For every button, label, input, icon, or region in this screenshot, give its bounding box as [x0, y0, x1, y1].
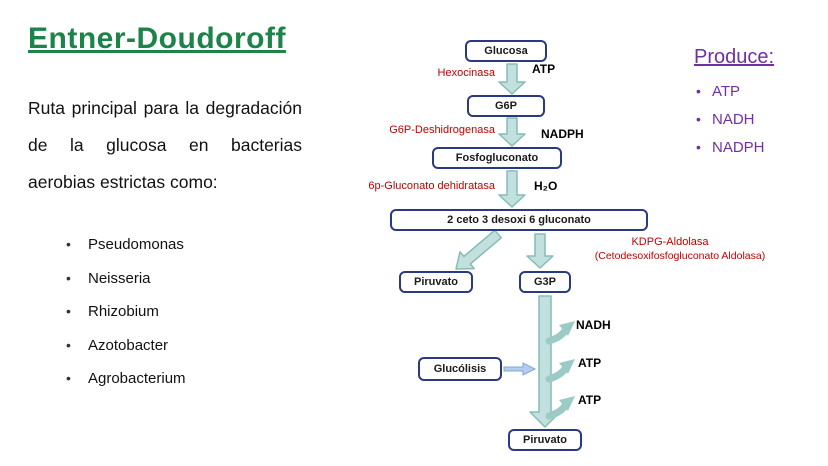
list-item: NADPH: [694, 139, 814, 156]
branch-arrowhead-icon: [559, 321, 575, 336]
node-glucosa: Glucosa: [465, 40, 547, 62]
product-atp-3: ATP: [578, 393, 602, 407]
produce-list: ATP NADH NADPH: [694, 83, 814, 156]
node-g6p: G6P: [467, 95, 545, 117]
list-item: Rhizobium: [66, 303, 186, 320]
arrow-down-icon: [498, 117, 526, 147]
node-piruvato-bottom: Piruvato: [508, 429, 582, 451]
arrow-down-icon: [529, 295, 561, 428]
connector-arrow-icon: [503, 362, 537, 376]
product-nadh: NADH: [576, 318, 611, 332]
list-item: ATP: [694, 83, 814, 100]
arrow-down-icon: [498, 63, 526, 95]
enzyme-g6p-deshidrogenasa: G6P-Deshidrogenasa: [389, 124, 495, 136]
node-2ceto-3desoxi-6gluconato: 2 ceto 3 desoxi 6 gluconato: [390, 209, 648, 231]
list-item: Azotobacter: [66, 337, 186, 354]
enzyme-kdpg-aldolasa-alt: (Cetodesoxifosfogluconato Aldolasa): [594, 250, 766, 262]
node-glucolisis: Glucólisis: [418, 357, 502, 381]
node-piruvato-left: Piruvato: [399, 271, 473, 293]
product-atp-2: ATP: [578, 356, 602, 370]
enzyme-hexocinasa: Hexocinasa: [437, 67, 495, 79]
branch-arrowhead-icon: [559, 396, 575, 411]
enzyme-kdpg-aldolasa: KDPG-Aldolasa: [631, 236, 709, 248]
list-item: NADH: [694, 111, 814, 128]
list-item: Pseudomonas: [66, 236, 186, 253]
arrow-down-icon: [526, 233, 554, 269]
node-g3p: G3P: [519, 271, 571, 293]
product-atp-1: ATP: [532, 62, 556, 76]
description-text: Ruta principal para la degradación de la…: [28, 98, 302, 192]
product-h2o: H₂O: [534, 179, 558, 193]
arrow-down-icon: [498, 170, 526, 208]
product-nadph: NADPH: [541, 127, 584, 141]
node-fosfogluconato: Fosfogluconato: [432, 147, 562, 169]
list-item: Agrobacterium: [66, 370, 186, 387]
page-title: Entner-Doudoroff: [28, 22, 286, 55]
produce-panel: Produce: ATP NADH NADPH: [694, 46, 814, 167]
produce-title: Produce:: [694, 46, 775, 68]
bacteria-list: Pseudomonas Neisseria Rhizobium Azotobac…: [66, 236, 186, 404]
branch-arrowhead-icon: [559, 359, 575, 374]
list-item: Neisseria: [66, 270, 186, 287]
enzyme-6p-gluconato-dehidratasa: 6p-Gluconato dehidratasa: [368, 180, 495, 192]
arrow-down-left-icon: [455, 229, 502, 270]
